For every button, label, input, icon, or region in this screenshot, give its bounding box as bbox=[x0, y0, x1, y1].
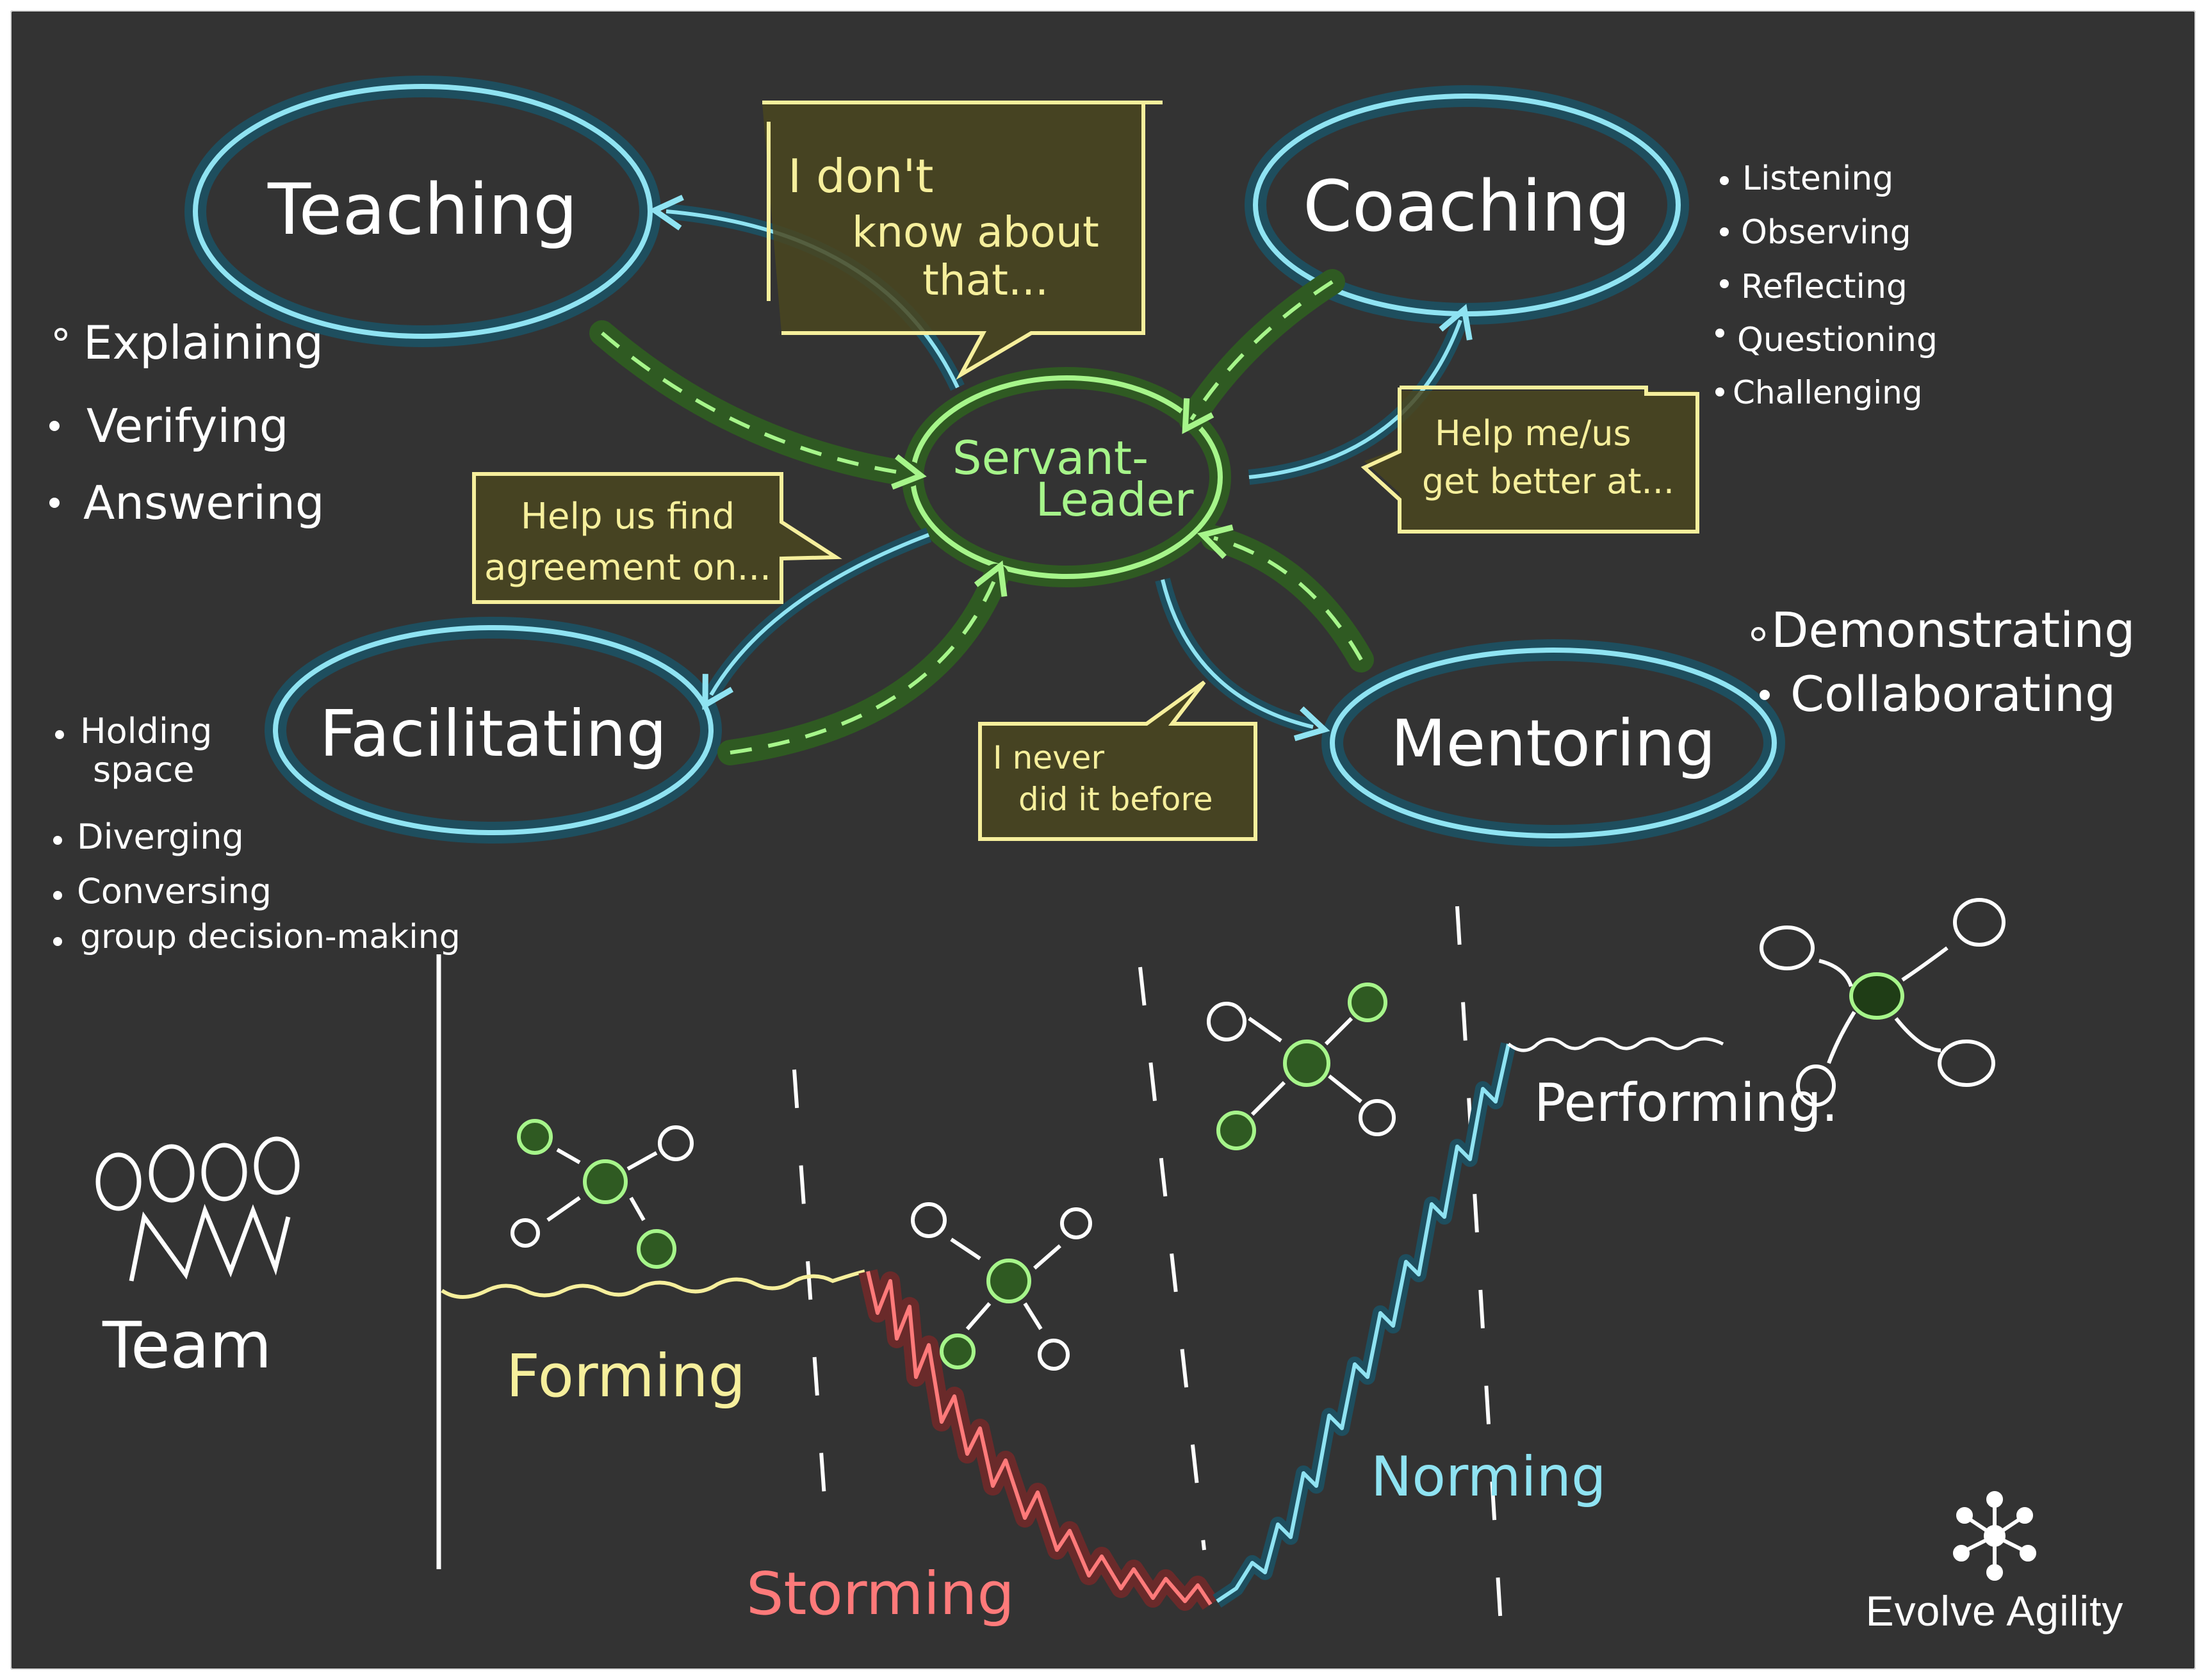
mentoring-bubble-line2: did it before bbox=[1018, 781, 1213, 818]
team-heads-icon bbox=[95, 1136, 300, 1211]
teaching-skills-list: Explaining Verifying Answering bbox=[49, 316, 325, 530]
norming-network-icon bbox=[1207, 983, 1396, 1150]
teaching-bubble-line3: that... bbox=[922, 256, 1049, 305]
green-arrows bbox=[589, 269, 1374, 765]
facilitating-skill: Holding bbox=[80, 711, 212, 751]
coaching-skill: Reflecting bbox=[1741, 268, 1908, 306]
mentoring-skills-list: Demonstrating Collaborating bbox=[1751, 601, 2136, 722]
leader-label: Leader bbox=[1036, 473, 1194, 526]
mentoring-node: Mentoring bbox=[1321, 639, 1785, 847]
mentoring-skill: Demonstrating bbox=[1771, 601, 2136, 658]
norming-label: Norming bbox=[1371, 1445, 1606, 1509]
storming-curve-segment bbox=[866, 1271, 1213, 1606]
coaching-skill: Challenging bbox=[1733, 374, 1923, 411]
coaching-skills-list: Listening Observing Reflecting Questioni… bbox=[1715, 159, 1938, 411]
coaching-label: Coaching bbox=[1303, 165, 1631, 247]
coaching-skill: Questioning bbox=[1737, 321, 1938, 359]
storming-network-icon bbox=[911, 1202, 1092, 1371]
teaching-label: Teaching bbox=[267, 168, 578, 250]
coaching-bubble-line2: get better at... bbox=[1422, 461, 1674, 502]
facilitating-label: Facilitating bbox=[320, 696, 667, 771]
facilitating-skill: group decision-making bbox=[80, 918, 461, 956]
facilitating-skills-list: Holding space Diverging Conversing group… bbox=[53, 711, 461, 956]
teaching-bubble-line1: I don't bbox=[788, 149, 934, 203]
teaching-speech-bubble: I don't know about that... bbox=[762, 101, 1163, 380]
leader-to-coaching-arrow bbox=[1248, 304, 1473, 479]
forming-curve-segment bbox=[441, 1269, 865, 1299]
mentoring-bubble-line1: I never bbox=[993, 739, 1104, 776]
forming-network-icon bbox=[511, 1119, 694, 1269]
teaching-skill: Explaining bbox=[83, 316, 323, 370]
mentoring-to-leader-arrow bbox=[1197, 524, 1363, 661]
brand-name: Evolve Agility bbox=[1865, 1587, 2124, 1635]
evolve-agility-logo-icon bbox=[1953, 1491, 2036, 1581]
leader-to-facilitating-arrow bbox=[702, 533, 930, 710]
facilitating-skill: Diverging bbox=[77, 817, 244, 857]
servant-leader-node: Servant- Leader bbox=[902, 367, 1231, 587]
phase-separators bbox=[792, 906, 1504, 1647]
teaching-to-leader-arrow bbox=[601, 331, 927, 490]
performing-network-icon bbox=[1760, 898, 2006, 1107]
mentoring-speech-bubble: I never did it before bbox=[978, 680, 1257, 841]
brand-block: Evolve Agility bbox=[1841, 1488, 2148, 1635]
coaching-skill: Observing bbox=[1741, 213, 1911, 252]
facilitating-bubble-line1: Help us find bbox=[521, 496, 735, 537]
coaching-to-leader-arrow bbox=[1182, 280, 1334, 434]
team-label: Team bbox=[102, 1308, 272, 1383]
coaching-skill: Listening bbox=[1742, 159, 1893, 198]
mentoring-skill: Collaborating bbox=[1790, 665, 2116, 722]
team-bodies-icon bbox=[129, 1203, 291, 1282]
teaching-node: Teaching bbox=[184, 76, 661, 347]
coaching-speech-bubble: Help me/us get better at... bbox=[1360, 386, 1699, 534]
facilitating-speech-bubble: Help us find agreement on... bbox=[472, 472, 842, 604]
performing-curve-segment bbox=[1507, 1037, 1724, 1052]
facilitating-skill: Conversing bbox=[77, 871, 272, 911]
facilitating-bubble-line2: agreement on... bbox=[484, 547, 771, 589]
performing-label: Performing. bbox=[1534, 1073, 1838, 1134]
mentoring-label: Mentoring bbox=[1391, 706, 1715, 781]
coaching-bubble-line1: Help me/us bbox=[1435, 413, 1631, 453]
teaching-skill: Verifying bbox=[86, 399, 289, 453]
coaching-node: Coaching bbox=[1245, 85, 1689, 325]
teaching-bubble-line2: know about bbox=[852, 208, 1099, 257]
storming-curve-glow bbox=[858, 1269, 1219, 1611]
forming-label: Forming bbox=[506, 1342, 746, 1410]
team-figure bbox=[95, 1136, 300, 1282]
facilitating-node: Facilitating bbox=[265, 617, 722, 844]
storming-label: Storming bbox=[746, 1560, 1015, 1628]
norming-curve-segment bbox=[1216, 1043, 1510, 1603]
servant-label: Servant- bbox=[952, 431, 1148, 485]
team-development-curve bbox=[441, 1037, 1724, 1611]
leader-to-mentoring-arrow bbox=[1161, 579, 1330, 742]
facilitating-to-leader-arrow bbox=[730, 560, 1008, 754]
teaching-skill: Answering bbox=[83, 476, 325, 530]
facilitating-skill: space bbox=[93, 749, 194, 790]
